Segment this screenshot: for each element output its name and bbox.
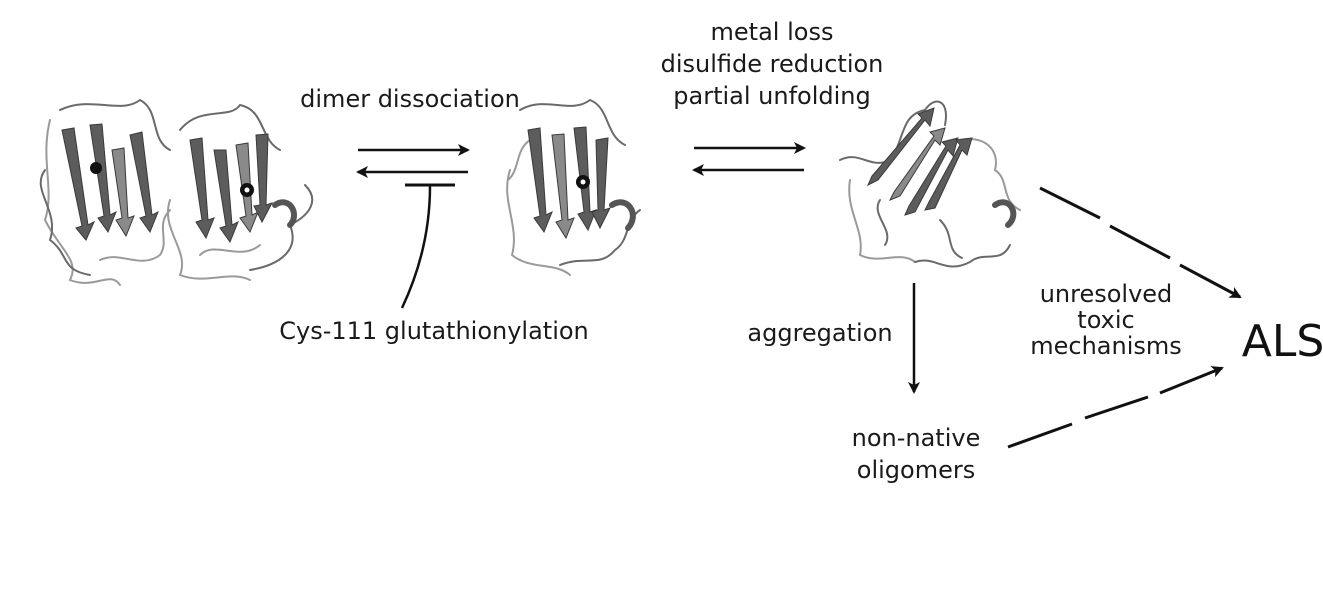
protein-dimer-ribbon-icon xyxy=(39,98,314,286)
label-als: ALS xyxy=(1242,316,1323,367)
label-non-native: non-native xyxy=(852,424,981,452)
label-oligomers: oligomers xyxy=(857,456,975,484)
label-aggregation: aggregation xyxy=(747,319,892,347)
unfolded-monomer-ribbon-icon xyxy=(839,100,1021,268)
label-mechanisms: mechanisms xyxy=(1030,332,1182,360)
label-metal-loss: metal loss xyxy=(711,18,834,46)
label-toxic: toxic xyxy=(1077,306,1134,334)
label-disulfide-reduction: disulfide reduction xyxy=(661,50,884,78)
inhibition-connector xyxy=(400,183,455,309)
dashed-arrow-unfolded-to-als xyxy=(1039,186,1242,299)
protein-monomer-ribbon-icon xyxy=(506,98,641,276)
equilibrium-arrows-unfolding xyxy=(692,142,806,176)
equilibrium-arrows-dissociation xyxy=(356,144,470,178)
label-partial-unfolding: partial unfolding xyxy=(673,82,870,110)
label-glutathionylation: Cys-111 glutathionylation xyxy=(279,317,589,345)
label-dimer-dissociation: dimer dissociation xyxy=(300,85,520,113)
label-unresolved: unresolved xyxy=(1040,280,1173,308)
dashed-arrow-oligomers-to-als xyxy=(1007,366,1224,449)
